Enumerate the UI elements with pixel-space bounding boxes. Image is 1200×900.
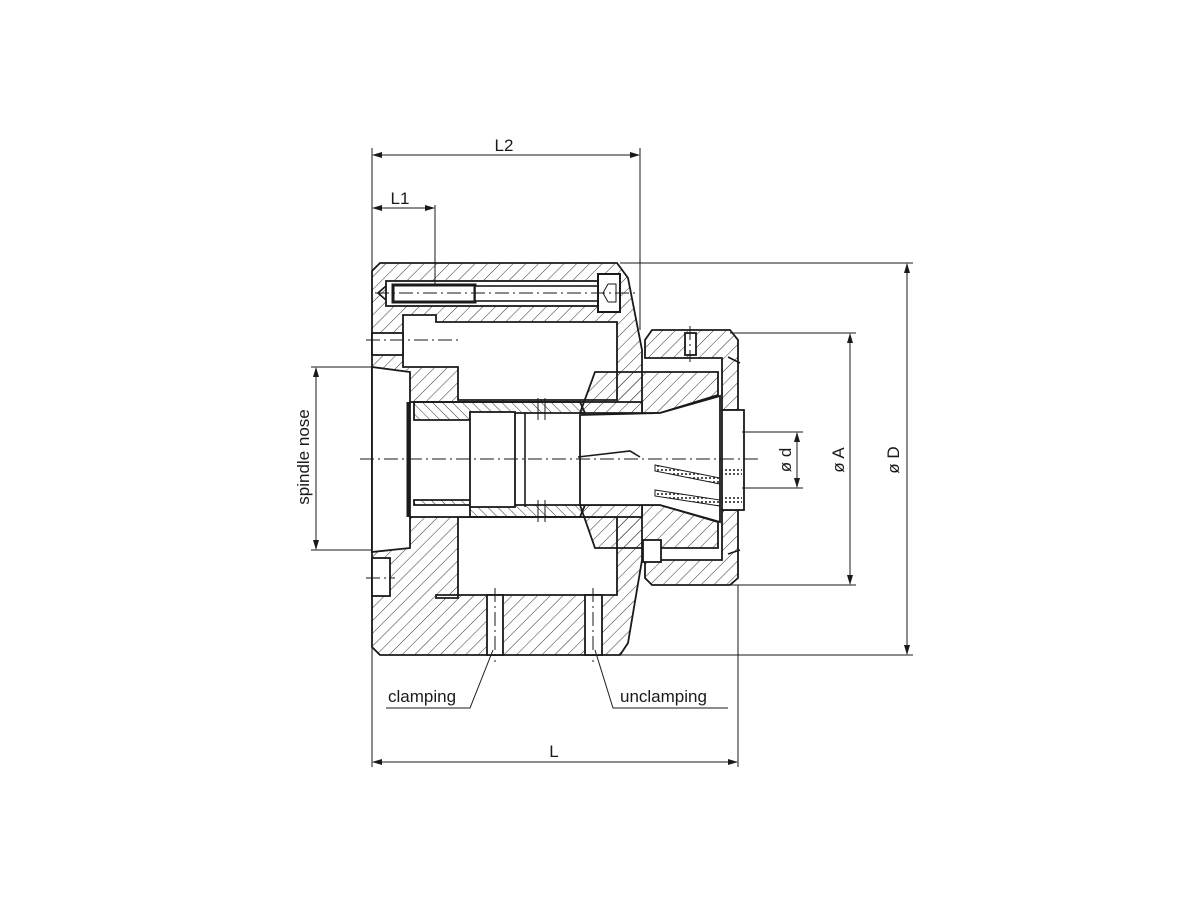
dim-label-L1: L1 xyxy=(391,189,410,208)
dim-label-d: ø d xyxy=(776,448,795,473)
dim-label-A: ø A xyxy=(829,447,848,473)
dim-label-D: ø D xyxy=(884,446,903,473)
dimension-lines xyxy=(311,148,913,767)
callout-clamping: clamping xyxy=(388,687,456,706)
dim-label-L: L xyxy=(549,742,558,761)
dim-label-spindle-nose: spindle nose xyxy=(294,409,313,504)
dim-label-L2: L2 xyxy=(495,136,514,155)
center-lines xyxy=(360,292,760,662)
callout-unclamping: unclamping xyxy=(620,687,707,706)
collet-nut xyxy=(642,329,745,586)
draw-sleeve xyxy=(406,371,719,549)
